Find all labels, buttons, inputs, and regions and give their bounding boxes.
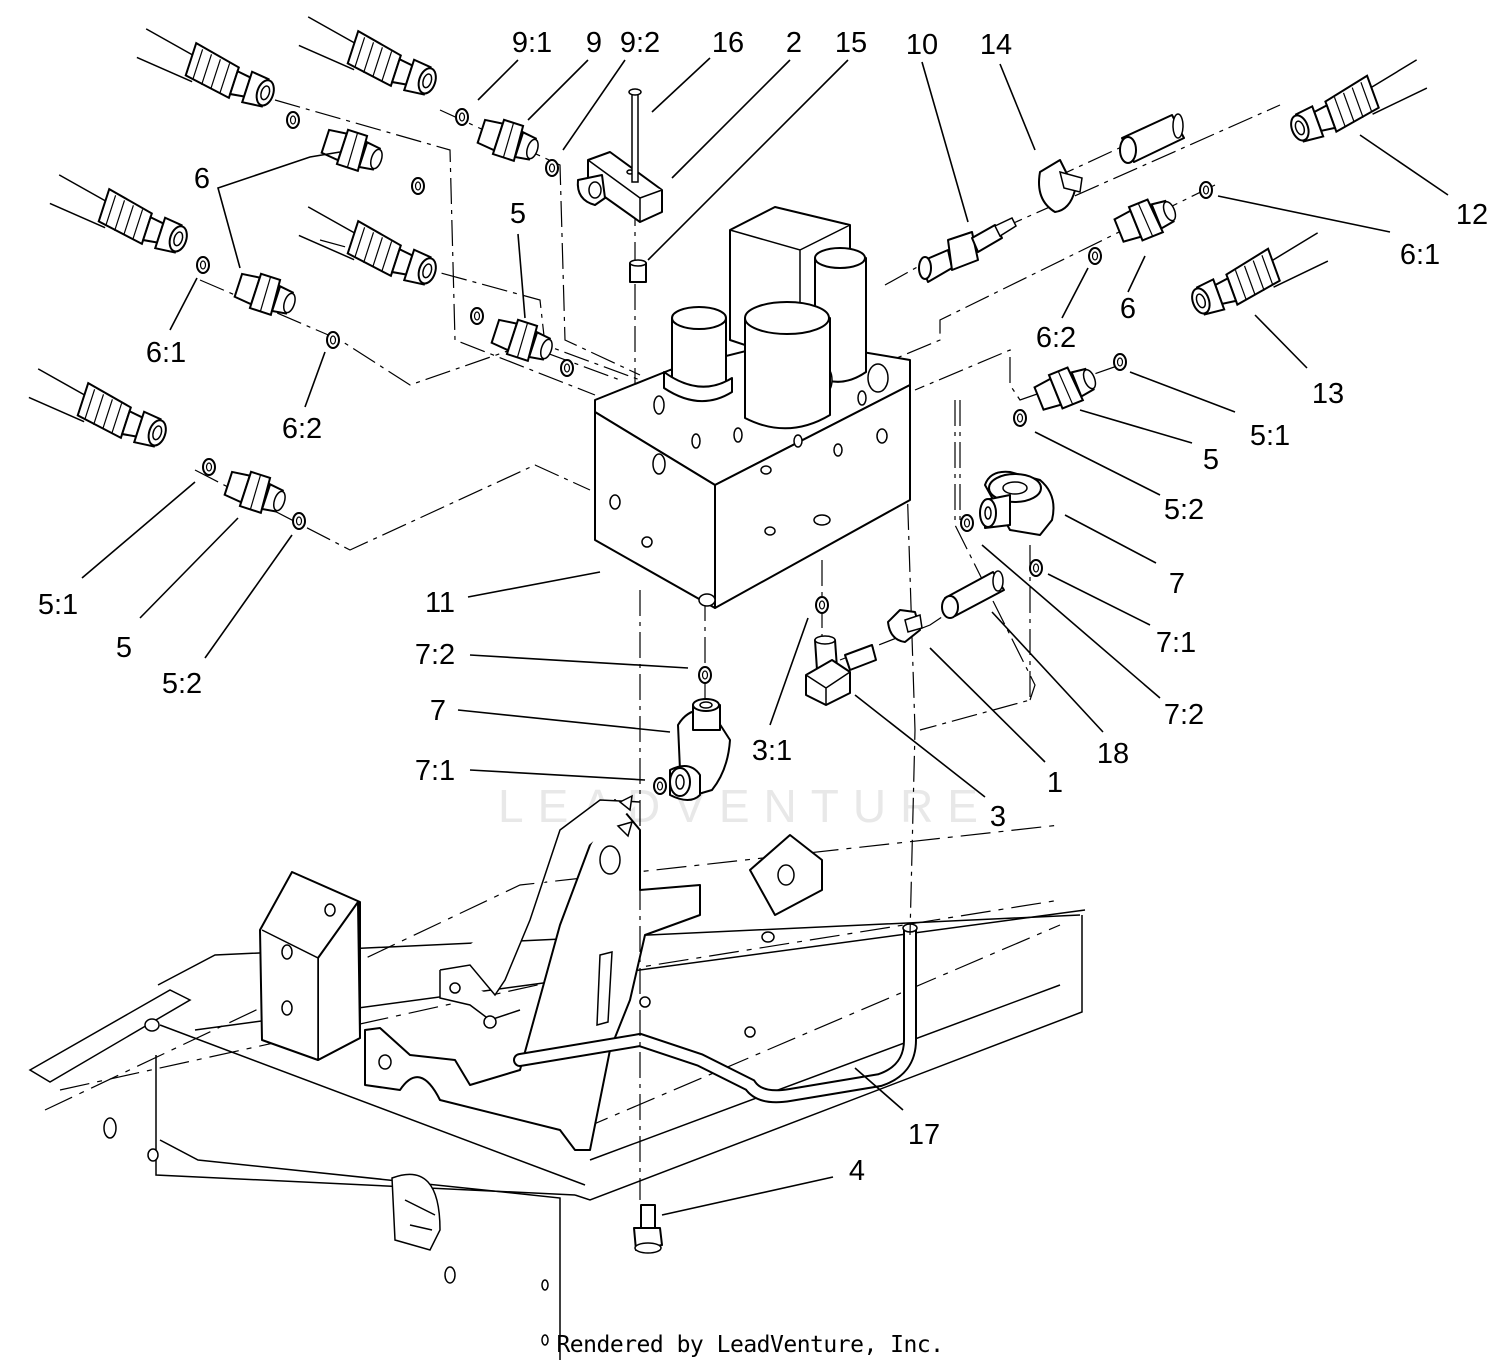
bolt-4 [633, 1204, 663, 1254]
manifold-block [594, 206, 911, 609]
callout-5-top: 5 [510, 198, 526, 230]
callout-5-left: 5 [116, 632, 132, 664]
callout-6-1-left: 6:1 [146, 337, 186, 369]
callout-5-1-left: 5:1 [38, 589, 78, 621]
callout-11: 11 [425, 587, 455, 619]
clamp-14 [1038, 159, 1083, 213]
rear-bracket [259, 871, 361, 1061]
hose-right-12 [1282, 56, 1432, 147]
tube-18 [941, 570, 1005, 619]
hose-left-1 [132, 26, 282, 112]
callout-1: 1 [1047, 767, 1063, 799]
fitting-9 [474, 113, 545, 168]
fitting-5-mid [488, 313, 559, 368]
callout-14: 14 [980, 29, 1012, 61]
hose-left-3 [45, 172, 195, 258]
callout-9: 9 [586, 27, 602, 59]
callout-4: 4 [849, 1155, 865, 1187]
callout-3: 3 [990, 801, 1006, 833]
clamp-1 [887, 609, 923, 643]
callout-6-right: 6 [1120, 293, 1136, 325]
callout-17: 17 [908, 1119, 940, 1151]
callout-5-right: 5 [1203, 444, 1219, 476]
callout-6-1-right: 6:1 [1400, 239, 1440, 271]
callout-3-1: 3:1 [752, 735, 792, 767]
fitting-6-mid [231, 267, 302, 322]
callout-12: 12 [1456, 199, 1488, 231]
callout-2: 2 [786, 27, 802, 59]
hose-left-4 [294, 204, 444, 290]
callout-labels: 9:1 9 9:2 16 2 15 10 14 12 6 5 6:1 6 6:2… [38, 27, 1488, 1187]
leader-lines [81, 57, 1449, 1216]
assembly-axes [194, 99, 1281, 1200]
fitting-10 [918, 217, 1017, 283]
callout-7-right: 7 [1169, 568, 1185, 600]
callout-5-1-right: 5:1 [1250, 420, 1290, 452]
hose-left-5 [24, 366, 174, 452]
callout-13: 13 [1312, 378, 1344, 410]
footer-credit: Rendered by LeadVenture, Inc. [556, 1332, 944, 1358]
valve-2 [576, 151, 663, 223]
fitting-6-top [318, 123, 389, 178]
hose-left-2 [294, 14, 444, 100]
hose-right-13 [1183, 229, 1333, 320]
callout-6-2-right: 6:2 [1036, 322, 1076, 354]
callout-7-1-right: 7:1 [1156, 627, 1196, 659]
callout-6-2-left: 6:2 [282, 413, 322, 445]
fitting-5-low [221, 465, 292, 520]
spacer-15 [629, 259, 647, 283]
callout-7-left: 7 [430, 695, 446, 727]
pin-16 [628, 88, 642, 183]
spacer-tube-top [1119, 113, 1185, 164]
callout-18: 18 [1097, 738, 1129, 770]
mounting-plate [364, 794, 823, 1151]
fitting-3 [805, 635, 877, 706]
callout-15: 15 [835, 27, 867, 59]
callout-9-1: 9:1 [512, 27, 552, 59]
callout-7-2-right: 7:2 [1164, 699, 1204, 731]
callout-16: 16 [712, 27, 744, 59]
callout-10: 10 [906, 29, 938, 61]
fitting-6-right [1111, 190, 1182, 249]
elbow-7-right [979, 470, 1055, 536]
fitting-5-right [1031, 358, 1102, 417]
elbow-7-left [669, 698, 731, 801]
callout-5-2-right: 5:2 [1164, 494, 1204, 526]
callout-7-1-left: 7:1 [415, 755, 455, 787]
callout-7-2-left: 7:2 [415, 639, 455, 671]
callout-6-top: 6 [194, 163, 210, 195]
callout-9-2: 9:2 [620, 27, 660, 59]
callout-5-2-left: 5:2 [162, 668, 202, 700]
